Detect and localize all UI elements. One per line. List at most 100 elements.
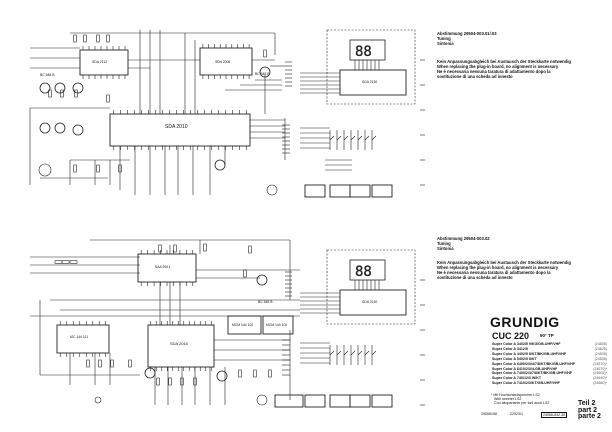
ic-package [349, 184, 371, 198]
doc-code: 22023/1 [510, 412, 523, 416]
ic-package [274, 394, 304, 408]
transistor [144, 367, 156, 379]
ic-sda2112 [79, 49, 129, 76]
note-line: Kein Anpassungsabgleich bei Austausch de… [437, 260, 571, 265]
transistor-label: BC 548 B [258, 300, 273, 304]
note-line: Ne è necessaria nessuna taratura di adat… [437, 69, 551, 74]
resistor [128, 359, 132, 368]
ic-package [371, 394, 393, 408]
model-item: Super Color A 7410/2/3/KT/GB-UHF/VHF(246… [492, 381, 607, 386]
footnote: * Mit Hochtonlautsprecher LS2 [491, 393, 540, 397]
note-line: When replacing the plug-in board, no ali… [437, 265, 559, 270]
model-item: Super Color A 4402/5 8/KT/BK/GB-UHF/VHF(… [492, 351, 607, 356]
resistor [60, 89, 64, 98]
resistor [69, 260, 78, 264]
part-number: 24066-842.30 [541, 412, 568, 418]
resistor [83, 34, 87, 43]
resistor [268, 369, 272, 378]
ic-mc144111 [56, 324, 110, 354]
transistor [72, 82, 84, 94]
resistor [74, 89, 78, 98]
model-list: Super Color A 3402/5 9/KG/GB-UHF/VHF(245… [492, 342, 607, 386]
ic-sda2010 [147, 324, 215, 368]
ic-package [371, 184, 393, 198]
resistor [61, 260, 70, 264]
part-en: part 2 [578, 406, 598, 414]
resistor [180, 377, 184, 386]
resistor [248, 245, 252, 254]
wire [371, 350, 377, 356]
resistor [263, 49, 267, 58]
transistor [259, 66, 271, 78]
ic-label: SDA 2130 [362, 300, 378, 304]
resistor [243, 269, 247, 278]
resistor [96, 164, 100, 173]
chassis-model: CUC 220 [492, 331, 530, 341]
wire [357, 350, 363, 356]
display-digits: 88 [355, 44, 372, 60]
transistor [72, 124, 84, 136]
din-connector [256, 394, 268, 406]
ic-package [329, 184, 351, 198]
model-item: Super Color A 7400/2/3/7/8/KT/BK/GB-UHF/… [492, 371, 607, 376]
resistor [98, 359, 102, 368]
model-item: Super Color A 5402/5 8/KT(24505) [492, 356, 607, 361]
display-module-frame [326, 249, 416, 325]
resistor [253, 369, 257, 378]
ic-label: SDA 2010 [165, 124, 188, 130]
note-line: Kein Anpassungsabgleich bei Austausch de… [437, 59, 571, 64]
transistor [256, 274, 268, 286]
resistor [173, 244, 177, 253]
seven-segment-display [349, 259, 386, 281]
model-item: Super Color A 3402/5 9/KG/GB-UHF/VHF(245… [492, 342, 607, 346]
resistor [118, 164, 122, 173]
footnote: With tweeter LS2 [494, 397, 522, 401]
transistor [54, 82, 66, 94]
resistor [86, 359, 90, 368]
resistor [203, 243, 207, 252]
transistor-label: BC 548 B [255, 72, 270, 76]
part-de: Teil 2 [578, 400, 596, 407]
resistor [73, 164, 77, 173]
transistor [39, 82, 51, 94]
seven-segment-display [349, 39, 386, 61]
resistor [54, 260, 63, 264]
lamp [94, 396, 102, 404]
ic-label: MCM 144 102 [232, 323, 254, 327]
wire [329, 135, 335, 141]
din-connector [38, 163, 52, 177]
part-label: Teil 2 part 2 parte 2 [578, 400, 601, 421]
resistor [156, 377, 160, 386]
resistor [96, 34, 100, 43]
wire [364, 350, 370, 356]
transistor [214, 159, 226, 171]
display-module-frame [326, 29, 416, 105]
alignment-title: Abstimmung 29504-003.02 [437, 236, 490, 241]
ic-label: MCM 144 102 [266, 323, 288, 327]
tuning-label: Tuning [437, 36, 451, 41]
ic-label: SDA 2130 [362, 80, 378, 84]
note-line: sostituzione di una scheda ad innesto [437, 275, 513, 280]
transistor [54, 122, 66, 134]
tuning-label-it: Sintonia [437, 246, 454, 251]
note-line: Ne è necessaria nessuna taratura di adat… [437, 270, 551, 275]
resistor [238, 369, 242, 378]
wire [350, 350, 356, 356]
ic-label: SDA 2010 [170, 341, 189, 346]
tuning-label: Tuning [437, 241, 451, 246]
doc-code: 29068158 [481, 412, 497, 416]
ic-main-controller [109, 113, 251, 147]
note-line: sostituzione di una scheda ad innesto [437, 74, 513, 79]
ic-package [349, 394, 371, 408]
wire [343, 350, 349, 356]
display-digits: 88 [355, 264, 372, 280]
resistor [106, 34, 110, 43]
tuning-label-it: Sintonia [437, 41, 454, 46]
ic-sda2130 [339, 69, 407, 96]
resistor [106, 94, 110, 103]
wire [329, 350, 335, 356]
wire [364, 135, 370, 141]
ic-label: MC 144 111 [70, 335, 88, 339]
model-item: Super Color A 7401/2/3 W/KT(24640)* [492, 376, 607, 381]
